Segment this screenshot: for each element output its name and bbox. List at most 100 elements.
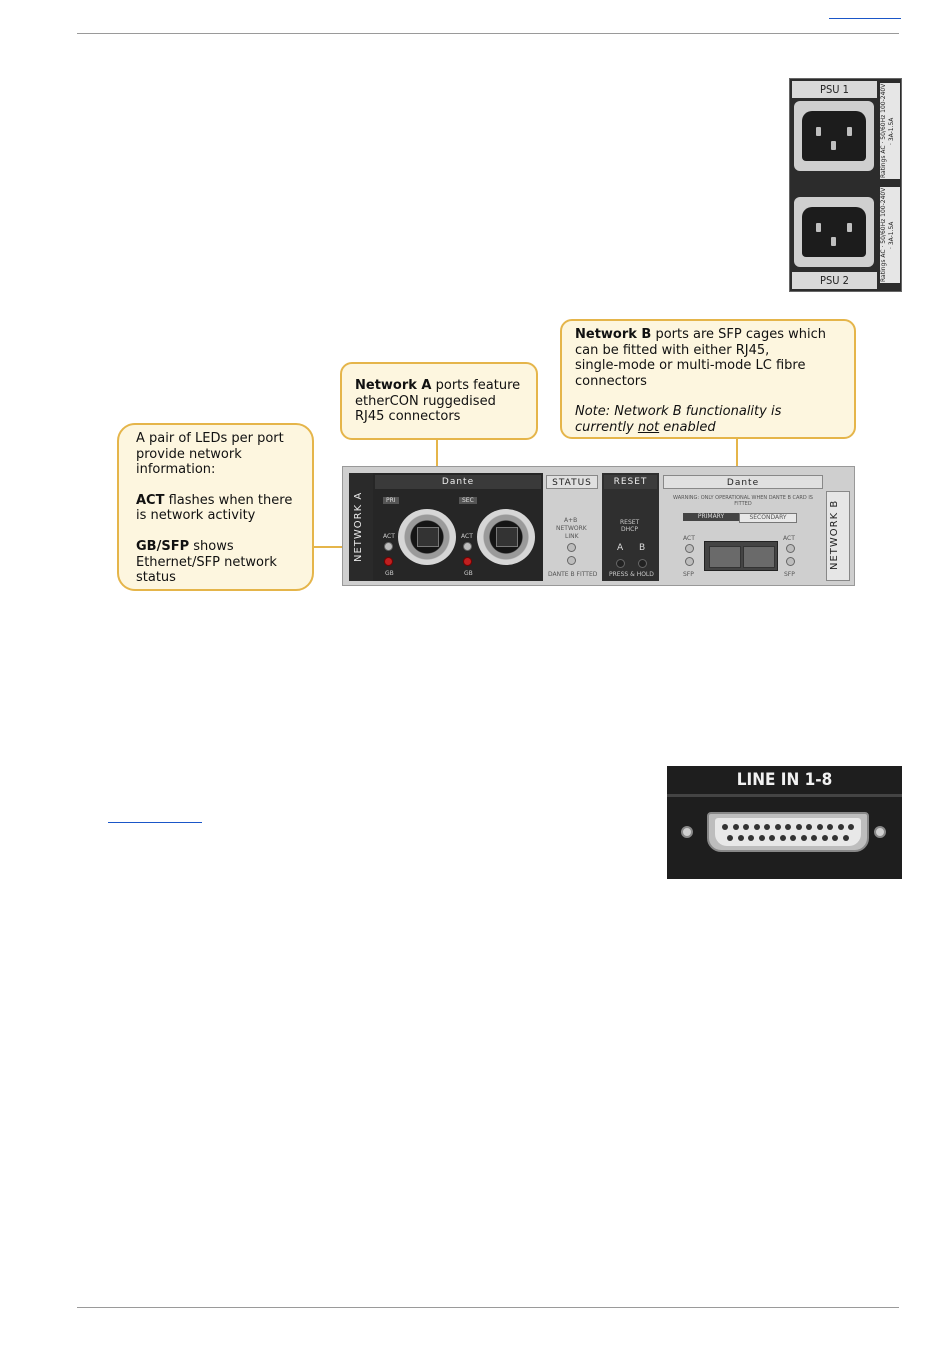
callout-network-a: Network A ports feature etherCON ruggedi… bbox=[340, 362, 538, 440]
dsub-25-connector bbox=[707, 812, 869, 852]
dsub-screw-right bbox=[874, 826, 886, 838]
status-led-1 bbox=[567, 543, 576, 552]
act-label-b2: ACT bbox=[783, 535, 795, 542]
gb-led-1 bbox=[384, 557, 393, 566]
status-text-2: NETWORK bbox=[556, 525, 587, 532]
dante-b-header: Dante bbox=[663, 475, 823, 489]
psu2-label: PSU 2 bbox=[792, 272, 877, 289]
network-b-note2-post: enabled bbox=[659, 420, 715, 435]
network-a-label: NETWORK A bbox=[353, 487, 369, 567]
dsub-pin bbox=[743, 824, 749, 830]
dsub-pin bbox=[832, 835, 838, 841]
network-b-note2-underline: not bbox=[638, 420, 659, 435]
leds-line2: provide network bbox=[136, 447, 312, 463]
leader-network-b bbox=[736, 438, 738, 467]
network-b-note1: Note: Network B functionality is bbox=[575, 404, 781, 419]
leds-line1: A pair of LEDs per port bbox=[136, 431, 312, 447]
leds-gb-text: shows bbox=[189, 539, 234, 554]
act-led-1 bbox=[384, 542, 393, 551]
footer-rule bbox=[77, 1307, 899, 1308]
reset-text-1: RESET bbox=[620, 519, 639, 526]
warning-text: WARNING: ONLY OPERATIONAL WHEN DANTE B C… bbox=[673, 495, 813, 507]
dante-a-logo: Dante bbox=[442, 477, 474, 487]
act-led-2 bbox=[463, 542, 472, 551]
line-in-image: LINE IN 1-8 bbox=[667, 766, 902, 879]
dsub-pin bbox=[764, 824, 770, 830]
act-led-b2 bbox=[786, 544, 795, 553]
leds-act-bold: ACT bbox=[136, 493, 164, 508]
rj45-port-secondary bbox=[477, 509, 535, 565]
reset-header: RESET bbox=[604, 475, 657, 489]
sfp-label-b1: SFP bbox=[683, 571, 694, 578]
callout-leds: A pair of LEDs per port provide network … bbox=[117, 423, 314, 591]
reset-b-label: B bbox=[639, 543, 645, 553]
status-led-2 bbox=[567, 556, 576, 565]
reset-text-2: DHCP bbox=[621, 526, 638, 533]
network-a-line2: etherCON ruggedised bbox=[355, 394, 536, 410]
dsub-pin bbox=[748, 835, 754, 841]
dsub-pin bbox=[806, 824, 812, 830]
gb-label-1: GB bbox=[385, 570, 394, 577]
leds-act-text: flashes when there bbox=[164, 493, 292, 508]
act-label-1: ACT bbox=[383, 533, 395, 540]
leds-line3: information: bbox=[136, 462, 312, 478]
dsub-pin bbox=[817, 824, 823, 830]
network-b-note2-pre: currently bbox=[575, 420, 638, 435]
sfp-cages bbox=[704, 541, 778, 571]
network-b-text: ports are SFP cages which bbox=[651, 327, 826, 342]
dsub-pin bbox=[738, 835, 744, 841]
reset-footer: PRESS & HOLD bbox=[609, 571, 654, 578]
dsub-pin bbox=[838, 824, 844, 830]
status-text-1: A+B bbox=[564, 517, 577, 524]
act-led-b1 bbox=[685, 544, 694, 553]
psu-panel-image: PSU 1 PSU 2 Ratings AC · 50/60Hz 100-240… bbox=[789, 78, 902, 292]
reset-button-a bbox=[616, 559, 625, 568]
callout-network-b: Network B ports are SFP cages which can … bbox=[560, 319, 856, 439]
leds-gb-bold: GB/SFP bbox=[136, 539, 189, 554]
primary-label: PRIMARY bbox=[683, 513, 739, 521]
dsub-pin bbox=[822, 835, 828, 841]
act-label-b1: ACT bbox=[683, 535, 695, 542]
psu1-label: PSU 1 bbox=[792, 81, 877, 98]
network-b-line3: single-mode or multi-mode LC fibre bbox=[575, 358, 854, 374]
dsub-pin bbox=[811, 835, 817, 841]
body-link[interactable] bbox=[108, 806, 202, 823]
line-in-title: LINE IN 1-8 bbox=[667, 768, 902, 792]
psu2-rating: Ratings AC · 50/60Hz 100-240V · 3A-1.5A bbox=[880, 187, 900, 283]
status-footer: DANTE B FITTED bbox=[548, 571, 597, 578]
network-b-line4: connectors bbox=[575, 374, 854, 390]
psu2-socket bbox=[794, 197, 874, 267]
dsub-pin bbox=[754, 824, 760, 830]
network-a-bold: Network A bbox=[355, 378, 432, 393]
sec-label: SEC bbox=[459, 497, 477, 504]
dsub-pin bbox=[843, 835, 849, 841]
act-label-2: ACT bbox=[461, 533, 473, 540]
dante-b-logo: Dante bbox=[727, 478, 759, 488]
psu1-rating: Ratings AC · 50/60Hz 100-240V · 3A-1.5A bbox=[880, 83, 900, 179]
dsub-pin bbox=[785, 824, 791, 830]
dsub-pin bbox=[827, 824, 833, 830]
dsub-pin bbox=[759, 835, 765, 841]
dsub-pin bbox=[727, 835, 733, 841]
network-b-line2: can be fitted with either RJ45, bbox=[575, 343, 854, 359]
sfp-led-b2 bbox=[786, 557, 795, 566]
network-a-line3: RJ45 connectors bbox=[355, 409, 536, 425]
network-a-text: ports feature bbox=[432, 378, 521, 393]
dsub-pin bbox=[722, 824, 728, 830]
leds-gb-line2: Ethernet/SFP network bbox=[136, 555, 312, 571]
gb-label-2: GB bbox=[464, 570, 473, 577]
status-header: STATUS bbox=[546, 475, 598, 489]
pri-label: PRI bbox=[383, 497, 399, 504]
status-text-3: LINK bbox=[565, 533, 579, 540]
dsub-pin bbox=[775, 824, 781, 830]
reset-a-label: A bbox=[617, 543, 623, 553]
header-link[interactable] bbox=[829, 0, 901, 19]
leds-gb-line3: status bbox=[136, 570, 312, 586]
network-b-bold: Network B bbox=[575, 327, 651, 342]
psu1-socket bbox=[794, 101, 874, 171]
rear-panel-image: NETWORK A Dante PRI SEC ACT GB ACT GB ST… bbox=[342, 466, 855, 586]
dsub-pin bbox=[796, 824, 802, 830]
dsub-pin bbox=[769, 835, 775, 841]
header-rule bbox=[77, 33, 899, 34]
dsub-pin bbox=[848, 824, 854, 830]
